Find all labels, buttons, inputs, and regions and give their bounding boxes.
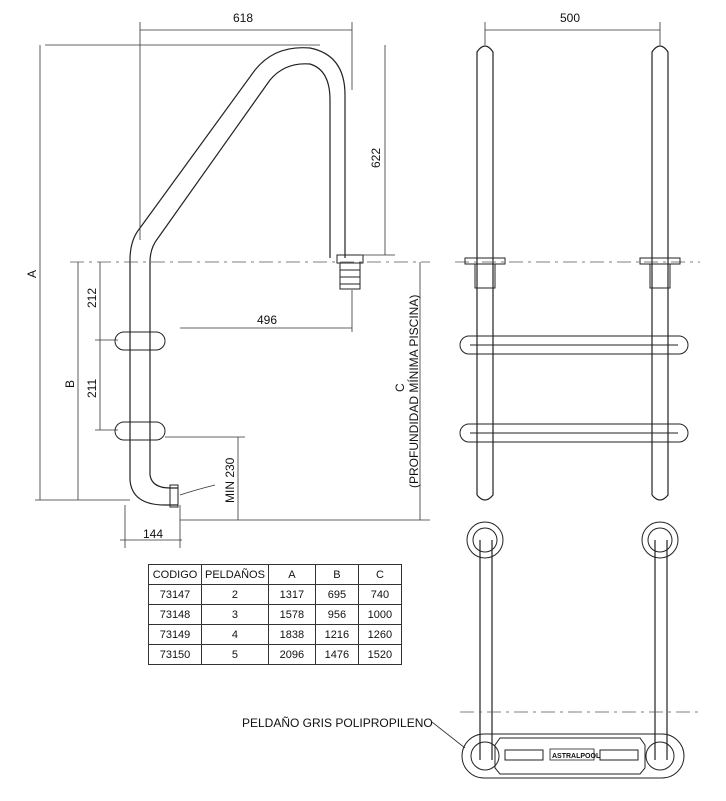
callout-step-material: PELDAÑO GRIS POLIPROPILENO [242,716,433,730]
dim-min230: MIN 230 [223,457,237,503]
table-header: C [357,564,402,585]
table-cell: 956 [314,604,359,625]
dim-622: 622 [369,148,383,168]
table-cell: 73148 [148,604,202,625]
table-cell: 1000 [357,604,402,625]
dim-c-note: (PROFUNDIDAD MÍNIMA PISCINA) [406,295,421,488]
table-cell: 1578 [267,604,316,625]
table-header: PELDAÑOS [201,564,269,585]
table-cell: 695 [314,584,359,605]
table-cell: 1520 [357,644,402,665]
front-view [455,22,700,501]
table-cell: 4 [201,624,269,645]
table-cell: 1317 [267,584,316,605]
dimension-labels: 618 500 622 A B 212 211 496 MIN 230 144 … [25,11,580,541]
table-cell: 73147 [148,584,202,605]
table-cell: 3 [201,604,269,625]
dimension-lines [35,22,430,548]
dim-212: 212 [85,288,99,308]
table-cell: 2 [201,584,269,605]
dim-a: A [25,270,39,278]
table-header-row: CODIGO PELDAÑOS A B C [148,564,402,585]
dim-500: 500 [560,11,580,25]
table-cell: 1476 [314,644,359,665]
dim-496: 496 [257,313,277,327]
dim-c: C [393,383,407,392]
plan-view: ASTRALPOOL PELDAÑO GRIS POLIPROPILENO [242,521,700,779]
astralpool-logo: ASTRALPOOL [552,753,601,760]
table-header: CODIGO [148,564,202,585]
dim-b: B [63,380,77,388]
table-cell: 1260 [357,624,402,645]
side-view-handrail [114,47,364,508]
table-cell: 5 [201,644,269,665]
table-cell: 2096 [267,644,316,665]
dim-618: 618 [233,11,253,25]
table-cell: 740 [357,584,402,605]
table-cell: 1838 [267,624,316,645]
dim-211: 211 [85,379,99,398]
table-cell: 1216 [314,624,359,645]
table-header: A [267,564,316,585]
dim-144: 144 [143,527,163,541]
table-header: B [314,564,359,585]
table-cell: 73149 [148,624,202,645]
table-cell: 73150 [148,644,202,665]
